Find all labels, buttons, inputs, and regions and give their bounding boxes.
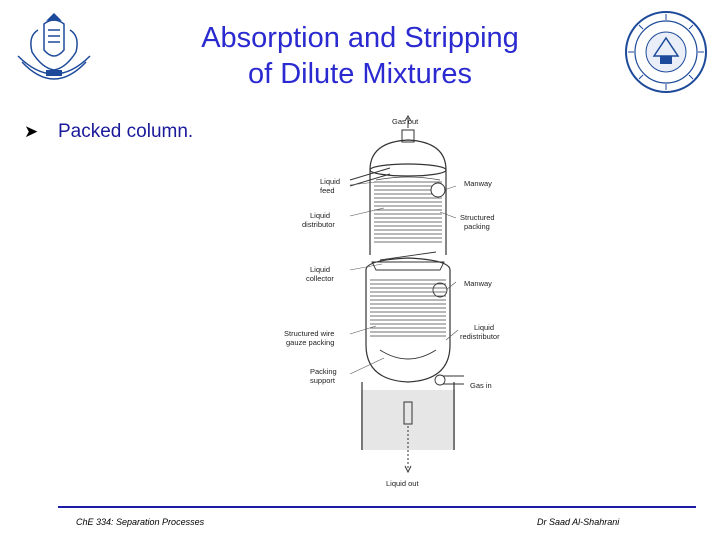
bullet-item: ➤ Packed column. <box>24 121 193 143</box>
label-structured-wire-2: gauze packing <box>286 338 334 347</box>
label-manway-mid: Manway <box>464 279 492 288</box>
label-liquid-redistributor-2: redistributor <box>460 332 500 341</box>
footer-divider <box>58 506 696 508</box>
university-crest-icon <box>8 6 100 92</box>
label-liquid-out: Liquid out <box>386 479 419 488</box>
footer-course: ChE 334: Separation Processes <box>76 517 205 527</box>
bullet-text: Packed column. <box>58 121 194 142</box>
label-liquid-distributor-2: distributor <box>302 220 335 229</box>
label-packing-support-1: Packing <box>310 367 337 376</box>
label-liquid-redistributor-1: Liquid <box>474 323 494 332</box>
packed-column-diagram: Gas out Liquid feed Liquid distributor M… <box>280 110 525 495</box>
slide-title: Absorption and Stripping of Dilute Mixtu… <box>120 20 600 92</box>
label-manway-top: Manway <box>464 179 492 188</box>
department-seal-icon <box>624 10 708 94</box>
title-line-1: Absorption and Stripping <box>201 22 519 54</box>
bullet-arrow-icon: ➤ <box>24 122 39 141</box>
label-structured-packing-2: packing <box>464 222 490 231</box>
label-gas-out: Gas out <box>392 117 419 126</box>
label-liquid-distributor-1: Liquid <box>310 211 330 220</box>
label-liquid-collector-2: collector <box>306 274 334 283</box>
label-packing-support-2: support <box>310 376 336 385</box>
label-structured-packing-1: Structured <box>460 213 495 222</box>
label-structured-wire-1: Structured wire <box>284 329 334 338</box>
title-line-2: of Dilute Mixtures <box>247 58 472 90</box>
label-liquid-feed-2: feed <box>320 186 335 195</box>
label-gas-in: Gas in <box>470 381 492 390</box>
footer-author: Dr Saad Al-Shahrani <box>537 517 620 527</box>
label-liquid-collector-1: Liquid <box>310 265 330 274</box>
label-liquid-feed-1: Liquid <box>320 177 340 186</box>
